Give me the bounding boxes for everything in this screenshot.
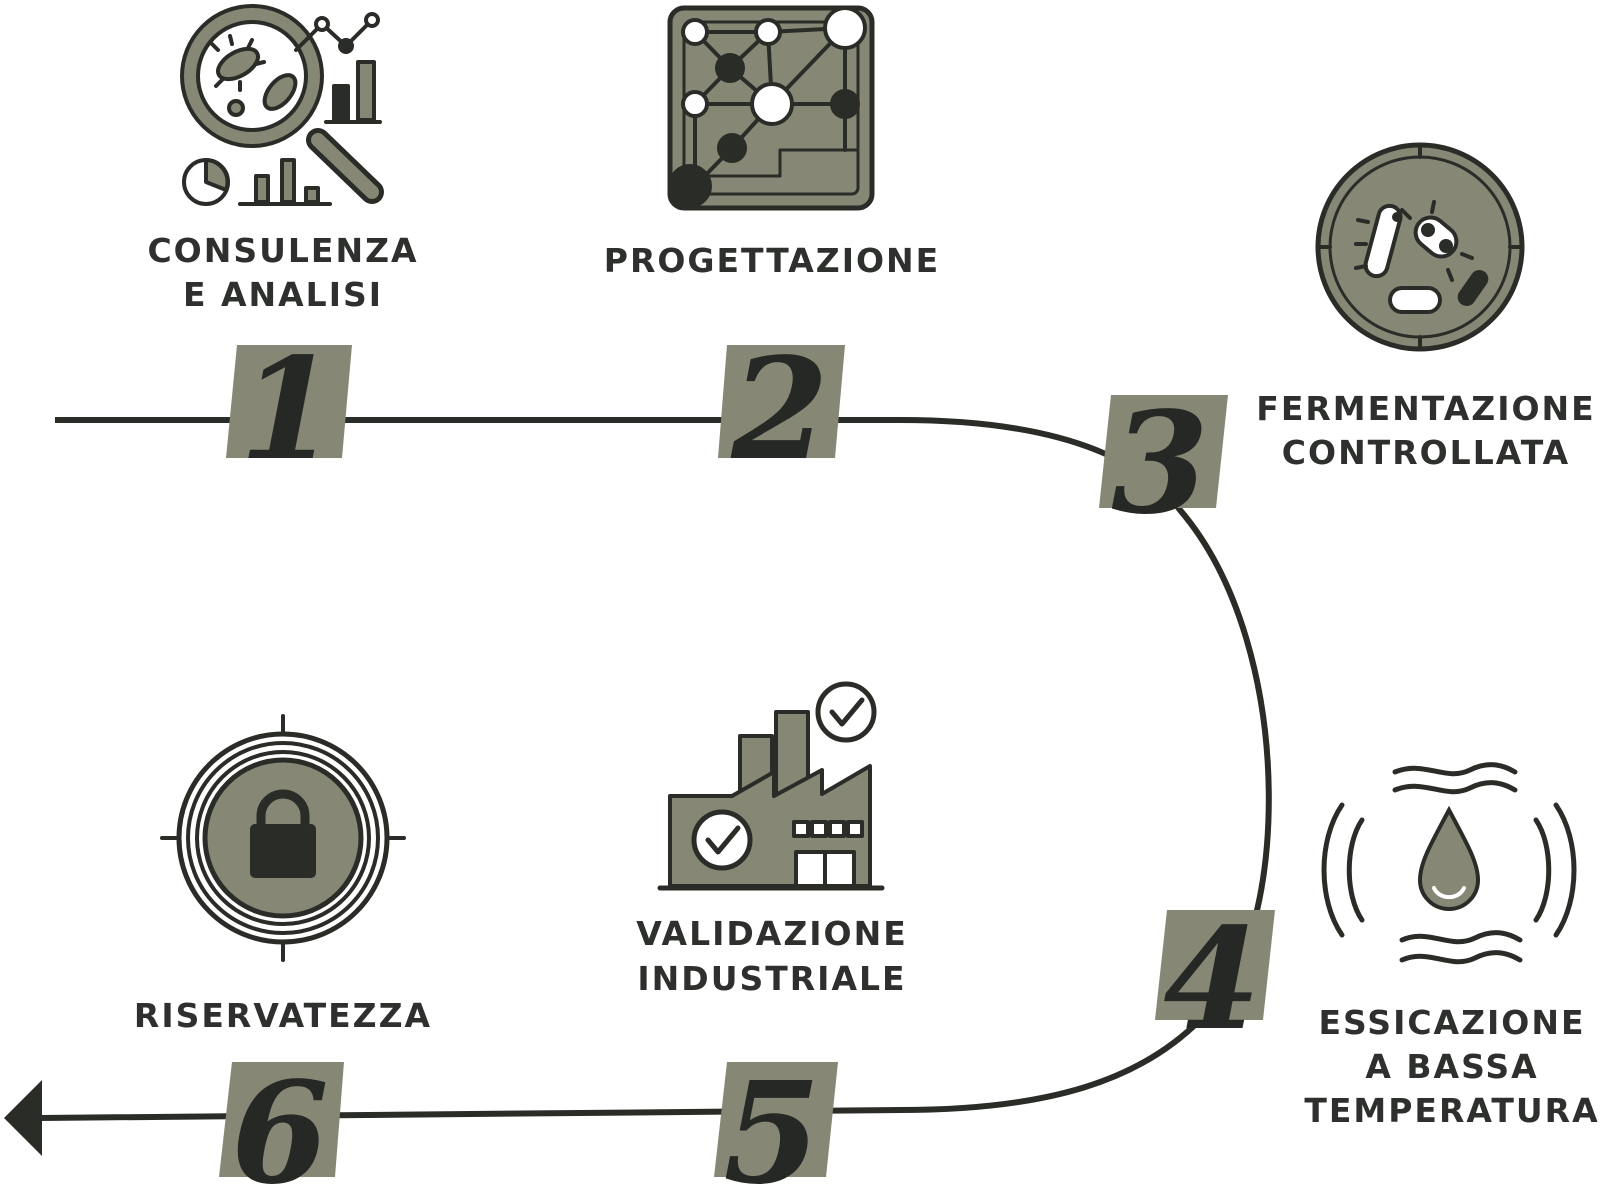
step-1-number: 1 xyxy=(239,328,336,492)
step-5-label-line1: VALIDAZIONE xyxy=(636,914,908,953)
step-4-label-line2: A BASSA xyxy=(1365,1047,1538,1086)
step-5-badge: 5 xyxy=(714,1052,838,1186)
padlock-target-icon xyxy=(160,714,406,962)
arrow-head-icon xyxy=(4,1080,42,1156)
step-6-number: 6 xyxy=(231,1052,328,1186)
step-3-badge-bg xyxy=(1099,395,1228,508)
step-1-badge-bg xyxy=(226,345,352,458)
step-6-badge-bg xyxy=(219,1062,344,1177)
step-3-number: 3 xyxy=(1111,382,1208,546)
step-3-label-line2: CONTROLLATA xyxy=(1282,433,1570,472)
magnifier-bacteria-analytics-icon xyxy=(180,4,384,206)
step-1-label-line1: CONSULENZA xyxy=(147,231,418,270)
network-blueprint-icon xyxy=(667,5,875,211)
step-2-badge-bg xyxy=(718,345,845,458)
factory-checkmark-icon xyxy=(657,681,885,891)
step-1-label-line2: E ANALISI xyxy=(183,275,383,314)
step-2-badge: 2 xyxy=(718,328,845,492)
step-6-label: RISERVATEZZA xyxy=(134,996,432,1035)
step-6-badge: 6 xyxy=(219,1052,344,1186)
step-4-label-line3: TEMPERATURA xyxy=(1304,1091,1599,1130)
step-2-label: PROGETTAZIONE xyxy=(604,241,940,280)
step-2-number: 2 xyxy=(730,328,828,492)
step-5-badge-bg xyxy=(714,1062,838,1177)
step-4-number: 4 xyxy=(1163,898,1260,1062)
water-drop-waves-icon xyxy=(1321,762,1577,965)
petri-dish-bacteria-icon xyxy=(1315,142,1525,352)
step-3-label-line1: FERMENTAZIONE xyxy=(1256,389,1595,428)
step-3-badge: 3 xyxy=(1099,382,1228,546)
step-5-label-line2: INDUSTRIALE xyxy=(637,959,906,998)
step-4-badge-bg xyxy=(1155,910,1275,1020)
step-1-badge: 1 xyxy=(226,328,352,492)
step-4-badge: 4 xyxy=(1155,898,1275,1062)
step-5-number: 5 xyxy=(723,1052,820,1186)
step-4-label-line1: ESSICAZIONE xyxy=(1318,1003,1585,1042)
